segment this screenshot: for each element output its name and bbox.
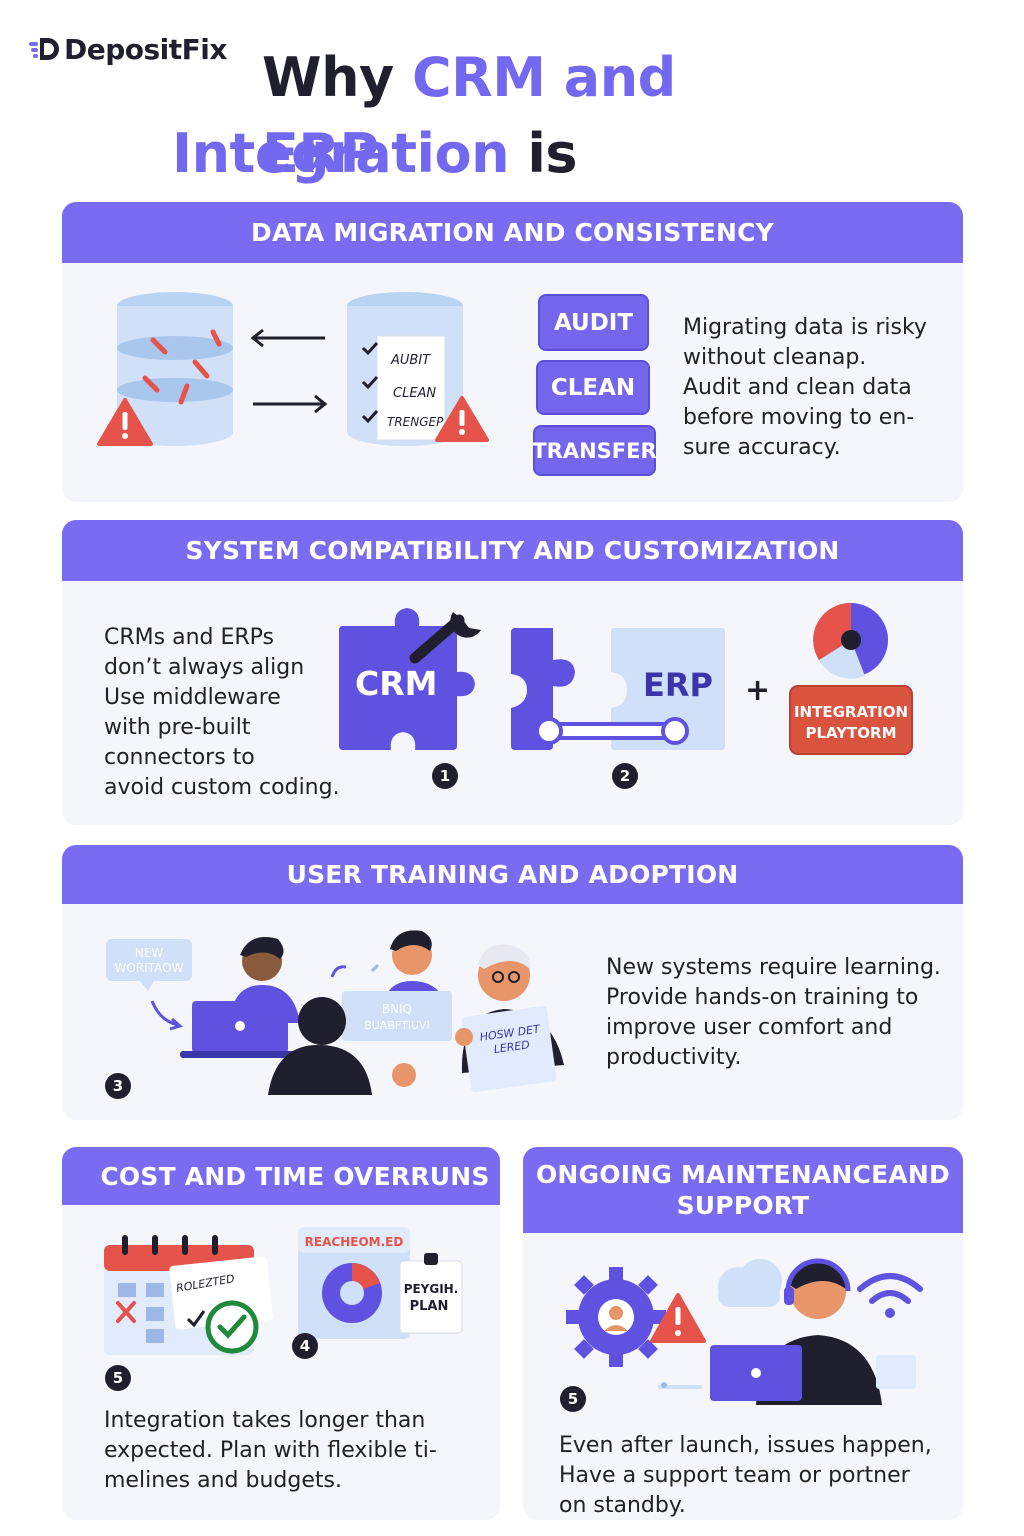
person-icon: [268, 997, 416, 1095]
laptop-icon: [710, 1345, 802, 1401]
warning-icon: [97, 398, 153, 446]
compatibility-heading: SYSTEM COMPATIBILITY AND CUSTOMIZATION: [62, 520, 963, 581]
target-database-icon: [347, 292, 463, 446]
data-migration-description: Migrating data is risky without cleanap.…: [683, 315, 927, 460]
audit-step-button: AUDIT: [538, 294, 649, 351]
warning-icon: [650, 1293, 706, 1343]
step-number-badge: 1: [432, 763, 458, 789]
svg-text:PEYGIH.: PEYGIH.: [404, 1282, 459, 1296]
transfer-step-button: TRANSFER: [532, 425, 657, 476]
maintenance-heading: ONGOING MAINTENANCEAND SUPPORT: [523, 1147, 963, 1233]
database-migration-illustration: AUBIT CLEAN TRENGEP: [97, 292, 489, 446]
step-number-badge: 3: [105, 1073, 131, 1099]
wifi-icon: [857, 1273, 923, 1318]
logo-text: DepositFix: [64, 32, 227, 66]
depositfix-logo-icon: [29, 38, 59, 60]
svg-text:WORITAOW: WORITAOW: [115, 961, 184, 975]
speech-bubble-icon: NEW WORITAOW: [106, 939, 192, 991]
erp-puzzle-icon: ERP: [611, 628, 725, 750]
document-icon: [876, 1355, 916, 1389]
svg-text:LERED: LERED: [493, 1038, 531, 1056]
connector-puzzle-icon: [511, 628, 575, 750]
source-database-icon: [117, 292, 233, 446]
cost-heading: COST AND TIME OVERRUNS: [62, 1147, 500, 1205]
document-icon: HOSW DET LERED: [455, 1005, 557, 1093]
connector-bar-icon: [535, 717, 689, 745]
training-heading: USER TRAINING AND ADOPTION: [62, 845, 963, 904]
svg-text:BUABFTIUVI: BUABFTIUVI: [364, 1019, 430, 1032]
compatibility-description: CRMs and ERPs don’t always align Use mid…: [104, 625, 340, 800]
data-migration-heading: DATA MIGRATION AND CONSISTENCY: [62, 202, 963, 263]
clean-step-button: CLEAN: [536, 360, 650, 415]
cost-description: Integration takes longer than expected. …: [104, 1408, 437, 1493]
plus-sign: +: [745, 673, 770, 708]
whiteboard-icon: BNIQ BUABFTIUVI: [342, 991, 452, 1041]
wrench-icon: [409, 612, 481, 664]
integration-platform-badge: INTEGRATION PLAYTORM: [789, 685, 913, 755]
step-number-badge: 2: [612, 763, 638, 789]
crm-puzzle-icon: CRM: [339, 608, 475, 750]
puzzle-integration-illustration: CRM ERP + INTEGRATION PLAYTORM: [339, 602, 913, 755]
checklist-item: AUBIT: [390, 353, 431, 368]
step-number-badge: 5: [560, 1386, 586, 1412]
training-description: New systems require learning. Provide ha…: [606, 955, 941, 1070]
arrow-icon: [150, 1000, 179, 1027]
svg-text:PLAN: PLAN: [410, 1299, 449, 1314]
step-number-badge: 4: [292, 1333, 318, 1359]
cost-time-illustration: ROLEZTED REACHEOM.ED PEYGIH. PLAN: [104, 1227, 463, 1355]
step-number-badge: 5: [105, 1365, 131, 1391]
checklist-icon: AUBIT CLEAN TRENGEP: [361, 341, 444, 429]
svg-text:PLAYTORM: PLAYTORM: [805, 724, 896, 742]
report-chart-icon: REACHEOM.ED: [298, 1227, 410, 1339]
svg-text:REACHEOM.ED: REACHEOM.ED: [305, 1235, 404, 1249]
pie-chart-icon: [813, 602, 888, 679]
svg-text:NEW: NEW: [135, 946, 164, 960]
erp-label: ERP: [643, 666, 713, 704]
maintenance-description: Even after launch, issues happen, Have a…: [559, 1433, 932, 1518]
svg-text:INTEGRATION: INTEGRATION: [794, 703, 908, 721]
laptop-icon: [180, 1001, 298, 1058]
team-training-illustration: NEW WORITAOW BNIQ BUABFTIUVI HOSW D: [106, 930, 564, 1095]
arrow-left-icon: [250, 328, 325, 348]
support-team-illustration: [566, 1258, 923, 1405]
cloud-icon: [718, 1259, 782, 1307]
svg-text:BNIQ: BNIQ: [382, 1002, 412, 1016]
cross-icon: [116, 1301, 136, 1323]
gear-icon: [566, 1267, 666, 1367]
checkmark-circle-icon: [205, 1300, 259, 1354]
logo: DepositFix: [28, 32, 227, 66]
warning-icon: [435, 396, 489, 442]
clipboard-icon: PEYGIH. PLAN: [399, 1253, 463, 1334]
arrow-right-icon: [253, 394, 328, 414]
checklist-item: CLEAN: [393, 386, 436, 401]
checklist-item: TRENGEP: [387, 415, 444, 429]
crm-label: CRM: [355, 664, 437, 703]
